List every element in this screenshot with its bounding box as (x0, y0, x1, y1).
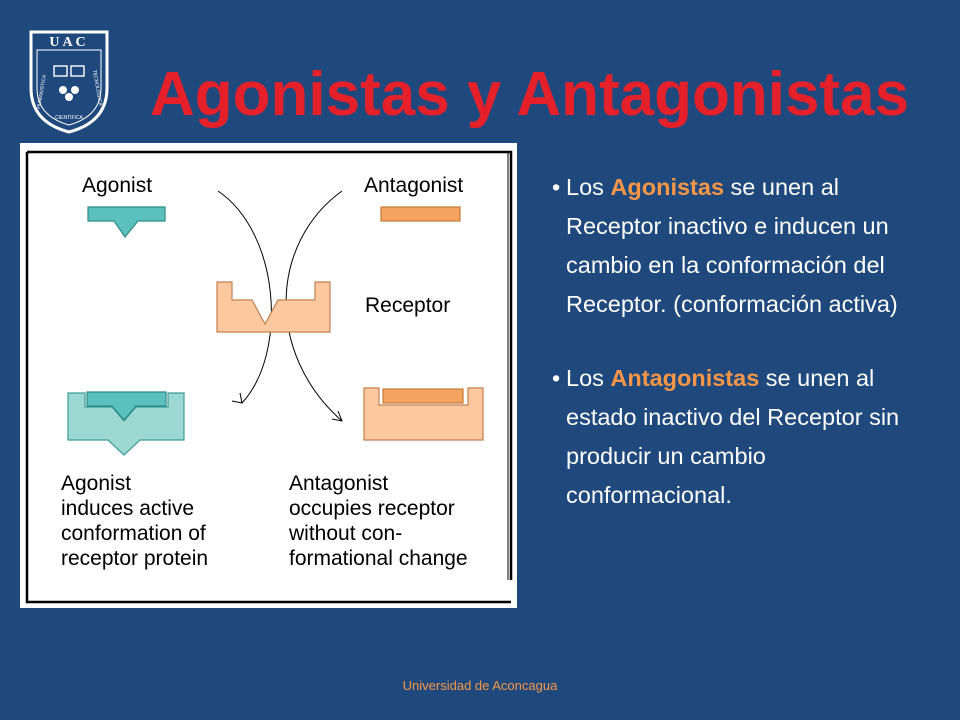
caption-agonist: Agonist induces active conformation of r… (61, 472, 212, 570)
bound-antagonist-shape (382, 388, 464, 404)
bullet-body: se unen al Receptor inactivo e inducen u… (566, 174, 898, 317)
caption-antagonist: Antagonist occupies receptor without con… (288, 472, 468, 570)
label-receptor: Receptor (365, 294, 450, 317)
logo-text-bottom: CIENTIFICA (55, 115, 83, 121)
bullet-dot: • (552, 174, 561, 200)
inactive-receptor-shape (216, 281, 331, 333)
active-receptor-shape (67, 392, 185, 456)
slide-title: Agonistas y Antagonistas (150, 60, 910, 129)
label-antagonist: Antagonist (364, 174, 463, 197)
figure-border (25, 150, 513, 604)
logo-text-top: UAC (49, 35, 88, 50)
bullet-body: se unen al estado inactivo del Receptor … (566, 365, 900, 508)
agonist-antagonist-diagram: Agonist Antagonist Receptor Agonist indu… (20, 143, 517, 608)
caption-agonist-line: Agonist (61, 472, 131, 495)
caption-agonist-line: receptor protein (61, 547, 208, 570)
caption-agonist-line: induces active (61, 497, 194, 520)
bullet-prefix: Los (566, 365, 611, 391)
caption-agonist-line: conformation of (61, 522, 206, 545)
antagonist-ligand-shape (380, 206, 461, 222)
bound-agonist-shape (86, 391, 167, 421)
label-agonist: Agonist (82, 174, 152, 197)
antagonist-bound-receptor-shape (363, 387, 484, 441)
logo-grapes-icon (59, 86, 67, 94)
bullet-prefix: Los (566, 174, 611, 200)
caption-antagonist-line: without con- (288, 522, 402, 545)
caption-antagonist-line: formational change (289, 547, 468, 570)
bullet-list: • Los Agonistas se unen al Receptor inac… (552, 168, 922, 515)
slide-footer: Universidad de Aconcagua (402, 678, 558, 693)
uac-logo: UAC HUMANISTICA TECNOLOGICA CIENTIFICA (28, 30, 110, 134)
agonist-ligand-shape (87, 206, 166, 239)
caption-antagonist-line: Antagonist (289, 472, 388, 495)
logo-book-icon (53, 65, 68, 77)
bullet-keyword: Agonistas (610, 174, 725, 200)
bullet-keyword: Antagonistas (610, 365, 760, 391)
bullet-antagonistas: • Los Antagonistas se unen al estado ina… (552, 359, 922, 515)
caption-antagonist-line: occupies receptor (289, 497, 455, 520)
bullet-agonistas: • Los Agonistas se unen al Receptor inac… (552, 168, 922, 324)
bullet-dot: • (552, 365, 561, 391)
